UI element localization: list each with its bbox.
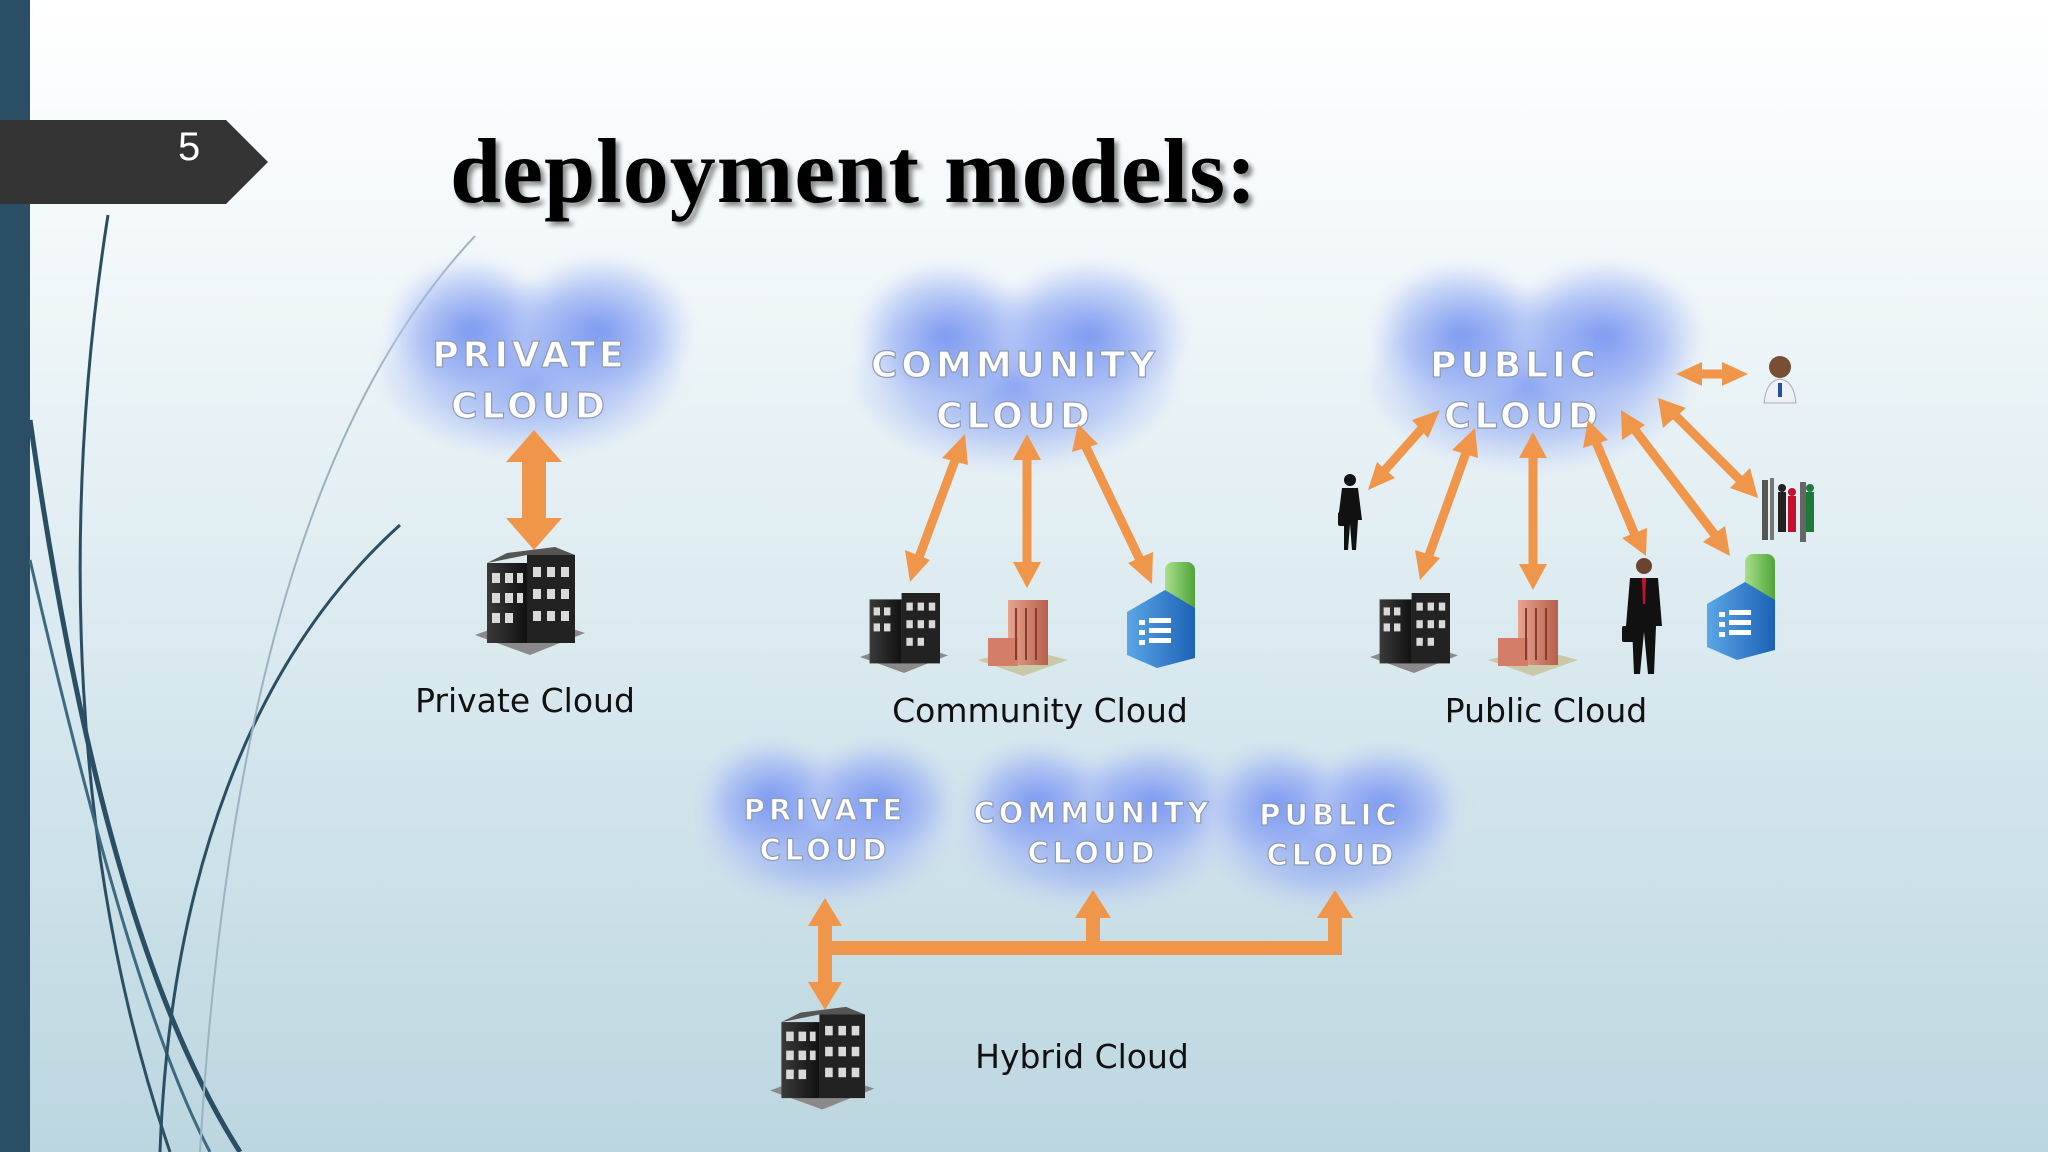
hybrid-public-label-line2: CLOUD: [1266, 838, 1397, 872]
hybrid-connector-arrows: [808, 890, 1353, 1010]
community-arrows: [905, 424, 1153, 588]
hybrid-community-label-line2: CLOUD: [1027, 836, 1158, 870]
public-building-brick-icon: [1488, 600, 1578, 676]
hybrid-community-label-line1: COMMUNITY: [973, 796, 1212, 830]
hybrid-public-cloud-shape: [1205, 745, 1460, 910]
public-building-blue-icon: [1707, 554, 1775, 660]
hybrid-private-cloud-shape: [700, 740, 955, 905]
public-cloud-shape: [1370, 263, 1700, 468]
woman-silhouette-icon: [1338, 474, 1362, 550]
private-cloud-shape: [380, 258, 690, 455]
businessman-icon: [1622, 558, 1662, 674]
hybrid-private-label-line1: PRIVATE: [744, 793, 907, 827]
community-cloud-group: COMMUNITY CLOUD: [855, 263, 1195, 730]
slide-number: 5: [178, 125, 201, 169]
slide-number-tab: [0, 120, 268, 204]
hybrid-cloud-group: PRIVATE CLOUD COMMUNITY CLOUD PUBLIC CLO…: [700, 740, 1460, 1110]
private-double-arrow: [506, 430, 562, 550]
private-cloud-group: PRIVATE CLOUD Private Cloud: [380, 258, 690, 720]
hybrid-building-icon: [770, 1006, 875, 1110]
hybrid-private-label-line2: CLOUD: [759, 833, 890, 867]
hybrid-community-cloud-shape: [958, 743, 1235, 908]
private-cloud-label-line2: CLOUD: [451, 386, 609, 427]
public-cloud-group: PUBLIC CLOUD: [1338, 263, 1814, 730]
public-cloud-label-line2: CLOUD: [1444, 396, 1602, 437]
page-title: deployment models:: [450, 120, 1258, 222]
hybrid-cloud-caption: Hybrid Cloud: [975, 1037, 1189, 1076]
community-building-dark-icon: [860, 593, 948, 673]
public-cloud-label-line1: PUBLIC: [1430, 345, 1600, 386]
private-cloud-label-line1: PRIVATE: [432, 335, 627, 376]
hybrid-public-label-line1: PUBLIC: [1259, 798, 1400, 832]
community-cloud-shape: [855, 263, 1185, 468]
user-avatar-icon: [1763, 356, 1797, 404]
private-building-icon: [475, 547, 585, 655]
community-cloud-label-line2: CLOUD: [936, 396, 1094, 437]
public-cloud-caption: Public Cloud: [1445, 691, 1647, 730]
public-building-dark-icon: [1370, 593, 1458, 673]
community-cloud-label-line1: COMMUNITY: [871, 345, 1159, 386]
community-building-blue-icon: [1127, 562, 1195, 668]
community-cloud-caption: Community Cloud: [892, 691, 1188, 730]
people-group-icon: [1762, 478, 1814, 542]
private-cloud-caption: Private Cloud: [415, 681, 635, 720]
community-building-brick-icon: [978, 600, 1068, 676]
public-arrows: [1368, 362, 1758, 590]
